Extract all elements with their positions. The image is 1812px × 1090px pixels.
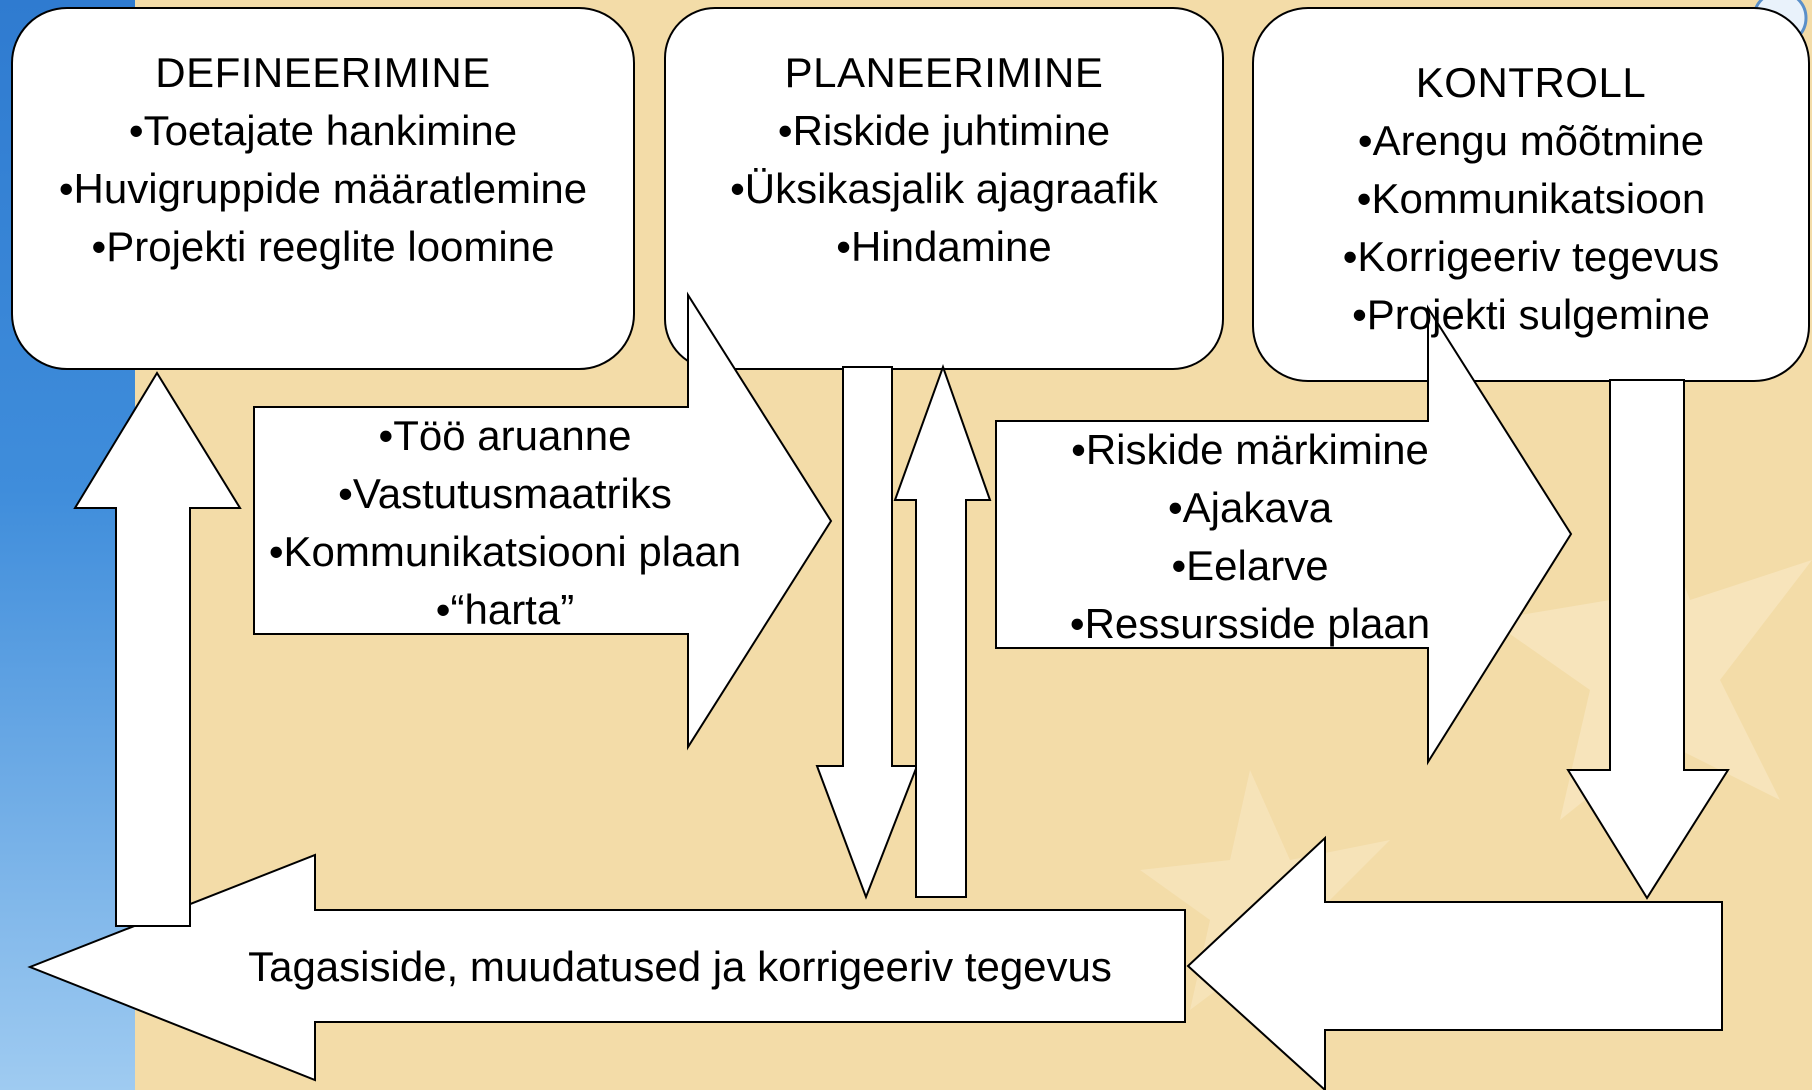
define-title: DEFINEERIMINE (155, 49, 491, 96)
arrow-plan-to-control (995, 304, 1573, 766)
deliverable-item: •Riskide märkimine (1071, 426, 1429, 473)
up-arrow-to-define (73, 371, 242, 927)
feedback-label: Tagasiside, muudatused ja korrigeeriv te… (170, 938, 1190, 996)
control-item: •Kommunikatsioon (1356, 175, 1706, 222)
arrow-define-to-plan (253, 291, 833, 751)
up-arrow-to-plan (893, 364, 992, 898)
plan-item: •Riskide juhtimine (777, 107, 1111, 154)
deliverable-item: •Vastutusmaatriks (338, 470, 672, 517)
control-item: •Korrigeeriv tegevus (1342, 233, 1720, 280)
feedback-text: Tagasiside, muudatused ja korrigeeriv te… (248, 943, 1112, 990)
control-phase-text: KONTROLL •Arengu mõõtmine •Kommunikatsio… (1253, 54, 1809, 344)
control-title: KONTROLL (1415, 59, 1647, 106)
define-item: •Projekti reeglite loomine (91, 223, 555, 270)
define-item: •Huvigruppide määratlemine (58, 165, 588, 212)
feedback-arrow-shape (27, 853, 1186, 1082)
control-item: •Projekti sulgemine (1352, 291, 1710, 338)
control-item: •Arengu mõõtmine (1357, 117, 1705, 164)
plan-title: PLANEERIMINE (784, 49, 1104, 96)
define-phase-text: DEFINEERIMINE •Toetajate hankimine •Huvi… (12, 44, 634, 276)
define-item: •Toetajate hankimine (128, 107, 518, 154)
plan-phase-text: PLANEERIMINE •Riskide juhtimine •Üksikas… (665, 44, 1223, 276)
deliverable-item: •Kommunikatsiooni plaan (268, 528, 742, 575)
down-arrow-from-plan (815, 366, 919, 900)
deliverable-item: •Töö aruanne (378, 412, 632, 459)
deliverable-item: •“harta” (435, 586, 575, 633)
down-arrow-from-control (1566, 379, 1730, 900)
plan-to-control-deliverables: •Riskide märkimine •Ajakava •Eelarve •Re… (1010, 421, 1490, 653)
deliverable-item: •Ajakava (1167, 484, 1333, 531)
deliverable-item: •Ressursside plaan (1069, 600, 1431, 647)
control-return-arrow-shape (1186, 835, 1723, 1090)
control-box (1252, 7, 1810, 382)
plan-item: •Hindamine (836, 223, 1052, 270)
plan-item: •Üksikasjalik ajagraafik (730, 165, 1158, 212)
define-box (11, 7, 635, 370)
deliverable-item: •Eelarve (1171, 542, 1329, 589)
define-to-plan-deliverables: •Töö aruanne •Vastutusmaatriks •Kommunik… (240, 407, 770, 639)
